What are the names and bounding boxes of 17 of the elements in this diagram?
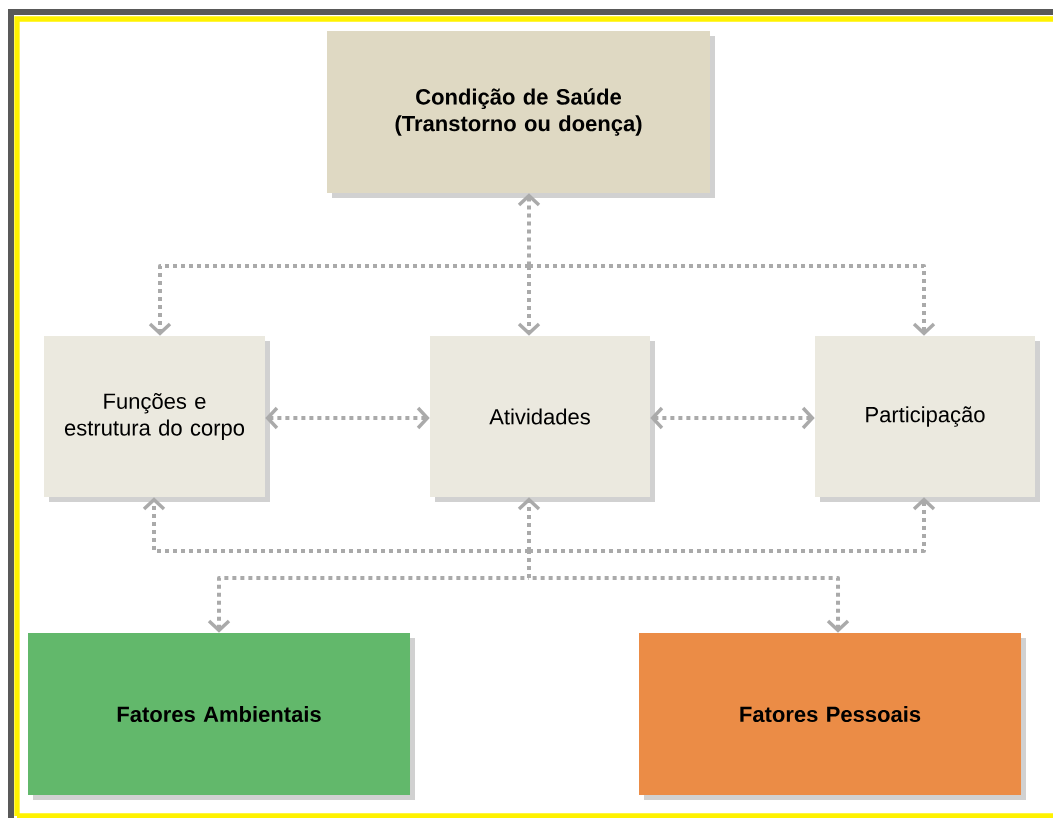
- component-box: Funções e estrutura do corpo: [44, 336, 270, 502]
- component-box: Atividades: [430, 336, 655, 502]
- arrow: [517, 193, 541, 266]
- arrow: [529, 264, 936, 336]
- component-box: Participação: [815, 336, 1040, 502]
- condition-box: Condição de Saúde (Transtorno ou doença): [327, 31, 715, 198]
- arrow: [142, 497, 529, 553]
- arrow: [517, 497, 541, 551]
- connector-line: [527, 551, 531, 578]
- arrow: [265, 406, 430, 430]
- arrow: [650, 406, 815, 430]
- factor-box: Fatores Pessoais: [639, 633, 1026, 800]
- arrow: [529, 497, 936, 553]
- arrow: [207, 576, 529, 633]
- arrow: [148, 264, 529, 336]
- factor-box: Fatores Ambientais: [28, 633, 415, 800]
- arrow: [517, 266, 541, 336]
